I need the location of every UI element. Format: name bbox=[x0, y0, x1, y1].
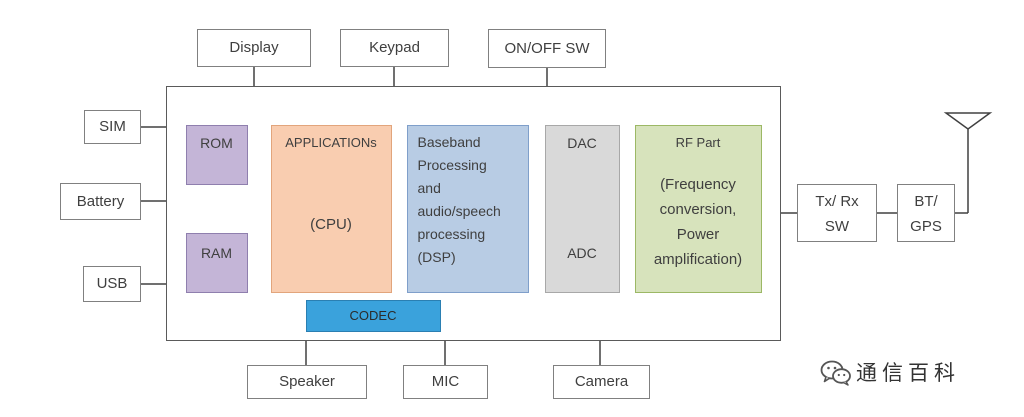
antenna-icon bbox=[943, 112, 993, 130]
speaker-label: Speaker bbox=[279, 373, 335, 390]
speaker-box: Speaker bbox=[247, 365, 367, 399]
rf-line: (Frequency bbox=[660, 176, 736, 193]
baseband-dsp-block: Baseband Processing and audio/speech pro… bbox=[406, 124, 529, 293]
main-board: ROM RAM APPLICATIONs (CPU) Baseband Proc… bbox=[166, 86, 781, 341]
rom-label: ROM bbox=[200, 134, 233, 151]
baseband-line: (DSP) bbox=[417, 249, 456, 265]
rf-line: amplification) bbox=[653, 251, 743, 268]
camera-box: Camera bbox=[553, 365, 650, 399]
codec-block: CODEC bbox=[305, 299, 441, 332]
sim-label: SIM bbox=[99, 118, 126, 135]
baseband-line: Baseband bbox=[417, 134, 481, 150]
watermark-text: 通信百科 bbox=[856, 361, 960, 385]
baseband-text: Baseband Processing and audio/speech pro… bbox=[418, 131, 501, 269]
baseband-line: audio/speech bbox=[417, 203, 501, 219]
keypad-label: Keypad bbox=[369, 39, 420, 56]
keypad-box: Keypad bbox=[340, 29, 449, 67]
sim-box: SIM bbox=[84, 110, 141, 144]
usb-box: USB bbox=[83, 266, 141, 302]
dac-label: DAC bbox=[567, 134, 597, 151]
ram-block: RAM bbox=[185, 232, 248, 293]
txrx-line: SW bbox=[824, 217, 850, 235]
bt-gps-line: GPS bbox=[910, 217, 942, 235]
adc-label: ADC bbox=[567, 244, 597, 261]
bt-gps-box: BT/ GPS bbox=[897, 184, 955, 242]
rf-part-block: RF Part (Frequency conversion, Power amp… bbox=[634, 124, 762, 293]
rf-line: conversion, bbox=[659, 201, 737, 218]
mic-box: MIC bbox=[403, 365, 488, 399]
rf-part-description: (Frequency conversion, Power amplificati… bbox=[636, 172, 761, 272]
rf-line: Power bbox=[676, 226, 720, 243]
baseband-line: Processing bbox=[417, 157, 487, 173]
rf-part-title: RF Part bbox=[675, 134, 721, 150]
bt-gps-line: BT/ bbox=[914, 192, 938, 210]
baseband-line: and bbox=[417, 180, 441, 196]
applications-title: APPLICATIONs bbox=[285, 134, 377, 150]
dac-adc-block: DAC ADC bbox=[544, 124, 620, 293]
battery-label: Battery bbox=[76, 192, 125, 210]
applications-cpu-block: APPLICATIONs (CPU) bbox=[270, 124, 392, 293]
mic-label: MIC bbox=[431, 373, 460, 390]
ram-label: RAM bbox=[200, 244, 233, 261]
baseband-line: processing bbox=[417, 226, 486, 242]
onoff-switch-box: ON/OFF SW bbox=[488, 29, 606, 68]
onoff-switch-label: ON/OFF SW bbox=[504, 39, 590, 57]
codec-label: CODEC bbox=[349, 308, 397, 323]
rom-block: ROM bbox=[185, 124, 248, 185]
wechat-icon bbox=[820, 360, 851, 386]
battery-box: Battery bbox=[60, 183, 141, 220]
display-label: Display bbox=[229, 39, 279, 56]
display-box: Display bbox=[197, 29, 311, 67]
camera-label: Camera bbox=[574, 373, 629, 390]
usb-label: USB bbox=[96, 275, 128, 292]
watermark: 通信百科 bbox=[820, 358, 980, 388]
txrx-switch-box: Tx/ Rx SW bbox=[797, 184, 877, 242]
txrx-line: Tx/ Rx bbox=[815, 192, 859, 210]
cpu-label: (CPU) bbox=[310, 215, 352, 233]
